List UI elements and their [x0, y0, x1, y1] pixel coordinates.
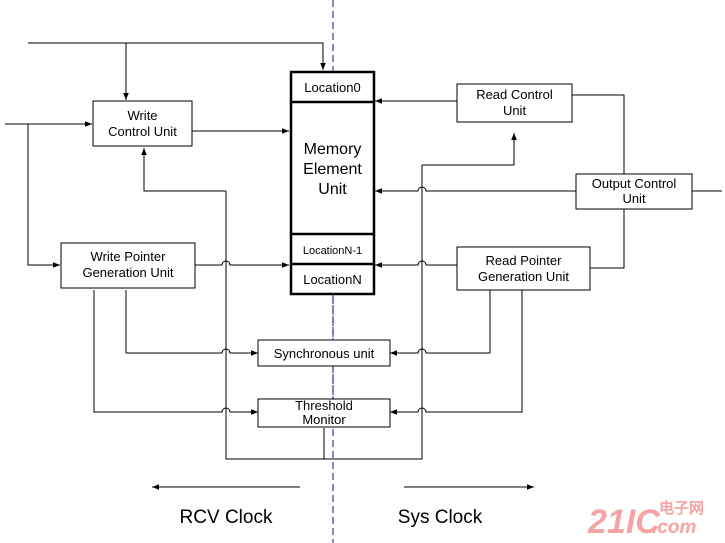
memory-location0: Location0: [304, 80, 360, 95]
write-pointer-label-2: Generation Unit: [82, 265, 173, 280]
connections: [5, 42, 722, 490]
output-control-label-2: Unit: [622, 191, 646, 206]
output-control-unit: Output Control Unit: [575, 173, 693, 210]
memory-core-label-3: Unit: [318, 181, 347, 198]
memory-location-n-1: LocationN-1: [303, 245, 362, 257]
watermark-brand: 21IC: [587, 503, 660, 541]
read-control-label-2: Unit: [503, 103, 527, 118]
memory-core-label-2: Element: [303, 161, 362, 178]
memory-location-n: LocationN: [303, 272, 362, 287]
read-pointer-label-1: Read Pointer: [486, 253, 563, 268]
watermark-domain: .com: [652, 517, 696, 538]
read-pointer-label-2: Generation Unit: [478, 269, 569, 284]
write-control-label-1: Write: [127, 108, 157, 123]
memory-element-unit: Location0 Memory Element Unit LocationN-…: [289, 70, 376, 296]
write-control-unit: Write Control Unit: [92, 100, 193, 147]
threshold-label-2: Monitor: [302, 412, 346, 427]
write-pointer-label-1: Write Pointer: [91, 249, 167, 264]
synchronous-unit: Synchronous unit: [257, 339, 391, 367]
output-control-label-1: Output Control: [592, 176, 677, 191]
threshold-monitor: Threshold Monitor: [257, 398, 391, 428]
rcv-clock-label: RCV Clock: [180, 507, 273, 528]
threshold-label-1: Threshold: [295, 398, 353, 413]
read-control-unit: Read Control Unit: [456, 83, 573, 123]
watermark-logo: 21IC 电子网 .com: [587, 499, 704, 541]
read-pointer-generation-unit: Read Pointer Generation Unit: [456, 246, 591, 291]
write-pointer-generation-unit: Write Pointer Generation Unit: [60, 242, 196, 289]
memory-core-label-1: Memory: [304, 141, 362, 158]
sys-clock-label: Sys Clock: [398, 507, 483, 528]
read-control-label-1: Read Control: [476, 87, 553, 102]
watermark-cn: 电子网: [659, 499, 704, 517]
synchronous-label: Synchronous unit: [274, 346, 375, 361]
write-control-label-2: Control Unit: [108, 124, 177, 139]
